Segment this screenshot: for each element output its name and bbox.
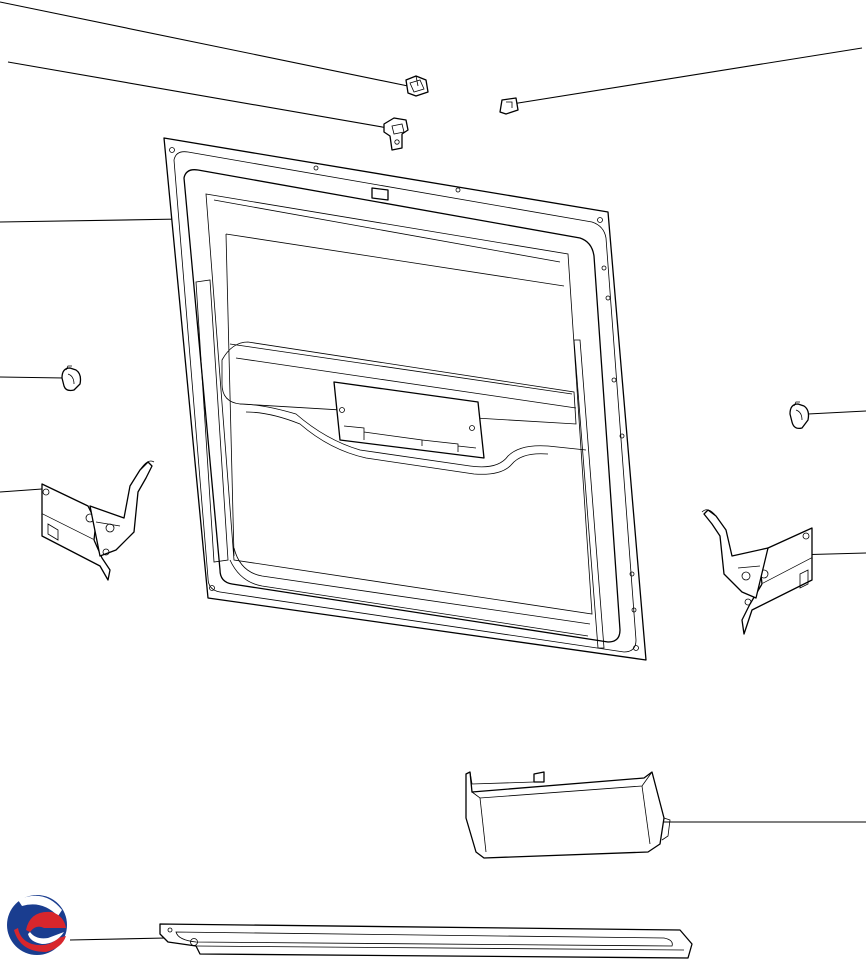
spring-clip-icon <box>61 365 82 392</box>
clip-icon <box>383 117 409 151</box>
spring-clip-icon <box>789 401 810 430</box>
hinge-icon <box>701 509 813 635</box>
leader-spring-clip-right <box>807 410 866 415</box>
brand-logo-icon <box>7 895 67 955</box>
leader-tab-clip <box>511 47 863 105</box>
leader-strike-clip <box>7 61 389 129</box>
dispenser-icon <box>465 771 671 859</box>
latch-icon <box>405 75 429 97</box>
leader-trim-strip <box>69 937 167 941</box>
hinge-icon <box>41 460 155 581</box>
leader-inner-door-panel <box>0 218 183 223</box>
tab-icon <box>499 97 519 115</box>
door-panel-icon <box>163 137 647 661</box>
leader-spring-clip-left <box>0 376 65 379</box>
trim-strip-icon <box>159 923 693 959</box>
leader-hinge-left <box>0 488 43 493</box>
leader-latch-top <box>0 1 409 87</box>
